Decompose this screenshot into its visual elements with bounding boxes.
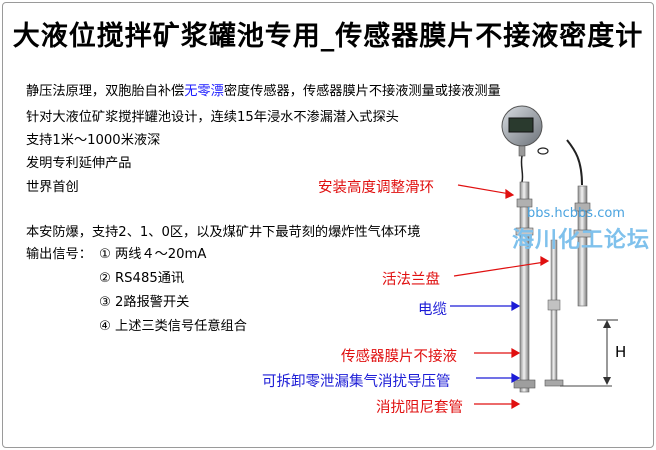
digital-display-head [501,105,543,157]
output-item: ② RS485通讯 [99,271,185,286]
intro-line-1: 静压法原理，双胞胎自补偿无零漂密度传感器，传感器膜片不接液测量或接液测量 [26,80,501,99]
intro-line-2: 针对大液位矿浆搅拌罐池设计，连续15年浸水不渗漏潜入式探头 [26,110,399,125]
callout-height-ring: 安装高度调整滑环 [318,180,434,196]
output-item: ① 两线４～20mA [99,247,207,262]
intro-line-1-a: 静压法原理，双胞胎自补偿 [26,84,185,99]
intro-line-5: 世界首创 [26,180,79,195]
output-item: ③ 2路报警开关 [99,295,190,310]
intro-line-4: 发明专利延伸产品 [26,156,132,171]
dimension-indicator [597,319,618,385]
probe-pipe-right [577,185,588,307]
dimension-label: H [615,343,627,361]
callout-flange: 活法兰盘 [382,272,440,288]
watermark-url: bbs.hcbbs.com [527,206,625,221]
watermark-name: 海川化工论坛 [512,228,651,253]
output-label: 输出信号： [26,247,92,262]
callout-sleeve: 消扰阻尼套管 [376,400,463,416]
callout-guide-tube: 可拆卸零泄漏集气消扰导压管 [262,374,451,390]
output-item: ④ 上述三类信号任意组合 [99,319,247,334]
page-title: 大液位搅拌矿浆罐池专用_传感器膜片不接液密度计 [12,21,644,52]
intro-line-1-highlight: 无零漂 [184,84,224,99]
callout-cable: 电缆 [418,302,447,318]
intro-line-1-c: 密度传感器，传感器膜片不接液测量或接液测量 [223,84,501,99]
intro-line-3: 支持1米～1000米液深 [26,133,161,148]
callout-membrane: 传感器膜片不接液 [341,349,457,365]
explosion-proof-text: 本安防爆，支持2、1、0区，以及煤矿井下最苛刻的爆炸性气体环境 [26,225,421,240]
probe-pipe-left [519,181,530,393]
